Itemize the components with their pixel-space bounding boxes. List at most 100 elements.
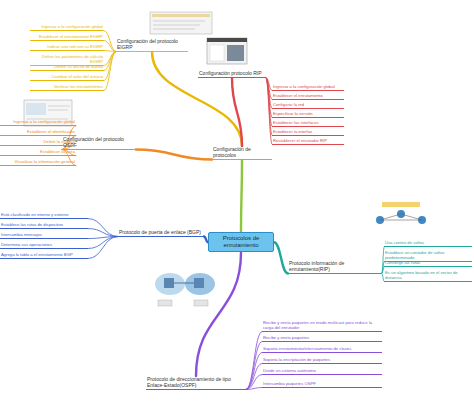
topic-text: Divide un sistema autónomo (263, 368, 381, 373)
branch-topic: Protocolo de puerta de enlace (BGP) (118, 229, 204, 237)
topic-text: Agrega la tabla a el enrutamiento BGP (1, 252, 87, 257)
leaf-topic: Determina sus operaciones (0, 242, 88, 249)
branch-line (104, 52, 116, 91)
leaf-topic: Especificar la versión (272, 111, 344, 118)
topic-text: Establecer el enrutamiento (273, 93, 343, 98)
leaf-topic: Usa conteo de saltos (384, 240, 472, 247)
branch-line (88, 219, 118, 237)
topic-text: Recibe y envía paquetes en modo multicas… (263, 320, 381, 330)
topic-text: Cambiar el valor del retraso (31, 74, 103, 79)
topic-text: Configurar la red (273, 102, 343, 107)
branch-line (152, 52, 242, 146)
leaf-topic: Restablecer el enrutador RIP (272, 138, 344, 145)
topic-text: Está clasificado en interno y externo (1, 212, 87, 217)
branch-line (88, 237, 118, 249)
branch-topic: Configuración de protocolos (212, 146, 272, 160)
topic-text: Configuración protocolo RIP (199, 70, 265, 76)
branch-line (104, 52, 116, 81)
leaf-topic: Recibe y envía paquetes en modo multicas… (262, 320, 382, 332)
branch-topic: Configuración protocolo RIP (198, 70, 266, 78)
topic-text: Establece las rutas de dispositivo (1, 222, 87, 227)
topic-text: Usa conteo de saltos (385, 240, 471, 245)
rip-config-thumbnail (207, 38, 247, 64)
topic-text: Recibe y envía paquetes (263, 335, 381, 340)
leaf-topic: Está clasificado en interno y externo (0, 212, 88, 219)
topic-text: Protocolos de enrutamiento (212, 235, 270, 249)
topic-text: Especificar la versión (273, 111, 343, 116)
topic-text: Definir la interfaz (1, 139, 75, 144)
leaf-topic: Definir su ancho de banda (30, 64, 104, 71)
leaf-topic: Establece las rutas de dispositivo (0, 222, 88, 229)
branch-line (241, 160, 242, 232)
eigrp-thumbnail (150, 12, 212, 34)
topic-text: Indicar una red con su EIGRP (31, 44, 103, 49)
topic-text: Establecer las interfaces (273, 120, 343, 125)
topic-text: Ingresar a la configuración global (1, 119, 75, 124)
rip-thumbnail (372, 198, 430, 232)
leaf-topic: Ingresar a la configuración global (30, 24, 104, 31)
leaf-topic: Establecer el identificador (0, 129, 76, 136)
branch-line (246, 388, 262, 390)
leaf-topic: Establecer las interfaces (272, 120, 344, 127)
topic-text: Protocolo de puerta de enlace (BGP) (119, 229, 203, 235)
branch-topic: Configuración del protocolo EIGRP (116, 38, 188, 52)
branch-line (136, 150, 212, 160)
leaf-topic: Cambiar el valor del retraso (30, 74, 104, 81)
leaf-topic: Verificar los enrutamientos (30, 84, 104, 91)
leaf-topic: Establecer el enrutamiento EIGRP (30, 34, 104, 41)
branch-topic: Protocolo de direccionamiento de tipo En… (146, 376, 246, 390)
branch-line (274, 242, 288, 273)
branch-line (196, 252, 241, 376)
topic-text: Configuración del protocolo EIGRP (117, 38, 187, 50)
topic-text: Establece un contador de saltos predeter… (385, 250, 471, 260)
leaf-topic: Ingresar a la configuración global (0, 119, 76, 126)
topic-text: Ingresar a la configuración global (31, 24, 103, 29)
branch-line (246, 332, 262, 390)
topic-text: Intercambia mensajes (1, 232, 87, 237)
leaf-topic: Recibe y envía paquetes (262, 335, 382, 342)
topic-text: Ingresar a la configuración global (273, 84, 343, 89)
branch-line (88, 237, 118, 259)
branch-line (104, 41, 116, 52)
topic-text: Es un algoritmo basado en el vector de d… (385, 270, 471, 280)
branch-topic: Protocolo información de enrutamiento(RI… (288, 260, 382, 274)
topic-text: Intercambia paquetes OSPF (263, 381, 381, 386)
leaf-topic: Intercambia mensajes (0, 232, 88, 239)
topic-text: Protocolo información de enrutamiento(RI… (289, 260, 381, 272)
topic-text: Determina sus operaciones (1, 242, 87, 247)
topic-text: Visualizar la información general (1, 159, 75, 164)
leaf-topic: Soporta la encriptación de paquetes (262, 357, 382, 364)
topic-text: Soporta enrutamiento/interrutamiento de … (263, 346, 381, 351)
topic-text: Establecer su área (1, 149, 75, 154)
leaf-topic: Establecer su área (0, 149, 76, 156)
topic-text: Establecer el enrutamiento EIGRP (31, 34, 103, 39)
leaf-topic: Divide un sistema autónomo (262, 368, 382, 375)
branch-line (246, 364, 262, 390)
topic-text: Definir los parámetros de cálculo EIGRP (31, 54, 103, 64)
branch-line (246, 353, 262, 390)
branch-line (88, 229, 118, 237)
leaf-topic: Intercambia paquetes OSPF (262, 381, 382, 388)
leaf-topic: Establecer el enrutamiento (272, 93, 344, 100)
topic-text: Establecer el identificador (1, 129, 75, 134)
branch-line (246, 375, 262, 390)
bgp-thumbnail (150, 262, 216, 320)
topic-text: Configuración de protocolos (213, 146, 271, 158)
leaf-topic: Definir la interfaz (0, 139, 76, 146)
branch-line (104, 31, 116, 52)
topic-text: Soporta la encriptación de paquetes (263, 357, 381, 362)
branch-line (246, 342, 262, 390)
leaf-topic: Indicar una red con su EIGRP (30, 44, 104, 51)
topic-text: Restablecer el enrutador RIP (273, 138, 343, 143)
leaf-topic: Agrega la tabla a el enrutamiento BGP (0, 252, 88, 259)
leaf-topic: Soporta enrutamiento/interrutamiento de … (262, 346, 382, 353)
topic-text: Verificar los enrutamientos (31, 84, 103, 89)
leaf-topic: Visualizar la información general (0, 159, 76, 166)
leaf-topic: Establecer la interfaz (272, 129, 344, 136)
topic-text: Protocolo de direccionamiento de tipo En… (147, 376, 245, 388)
leaf-topic: Es un algoritmo basado en el vector de d… (384, 270, 472, 282)
